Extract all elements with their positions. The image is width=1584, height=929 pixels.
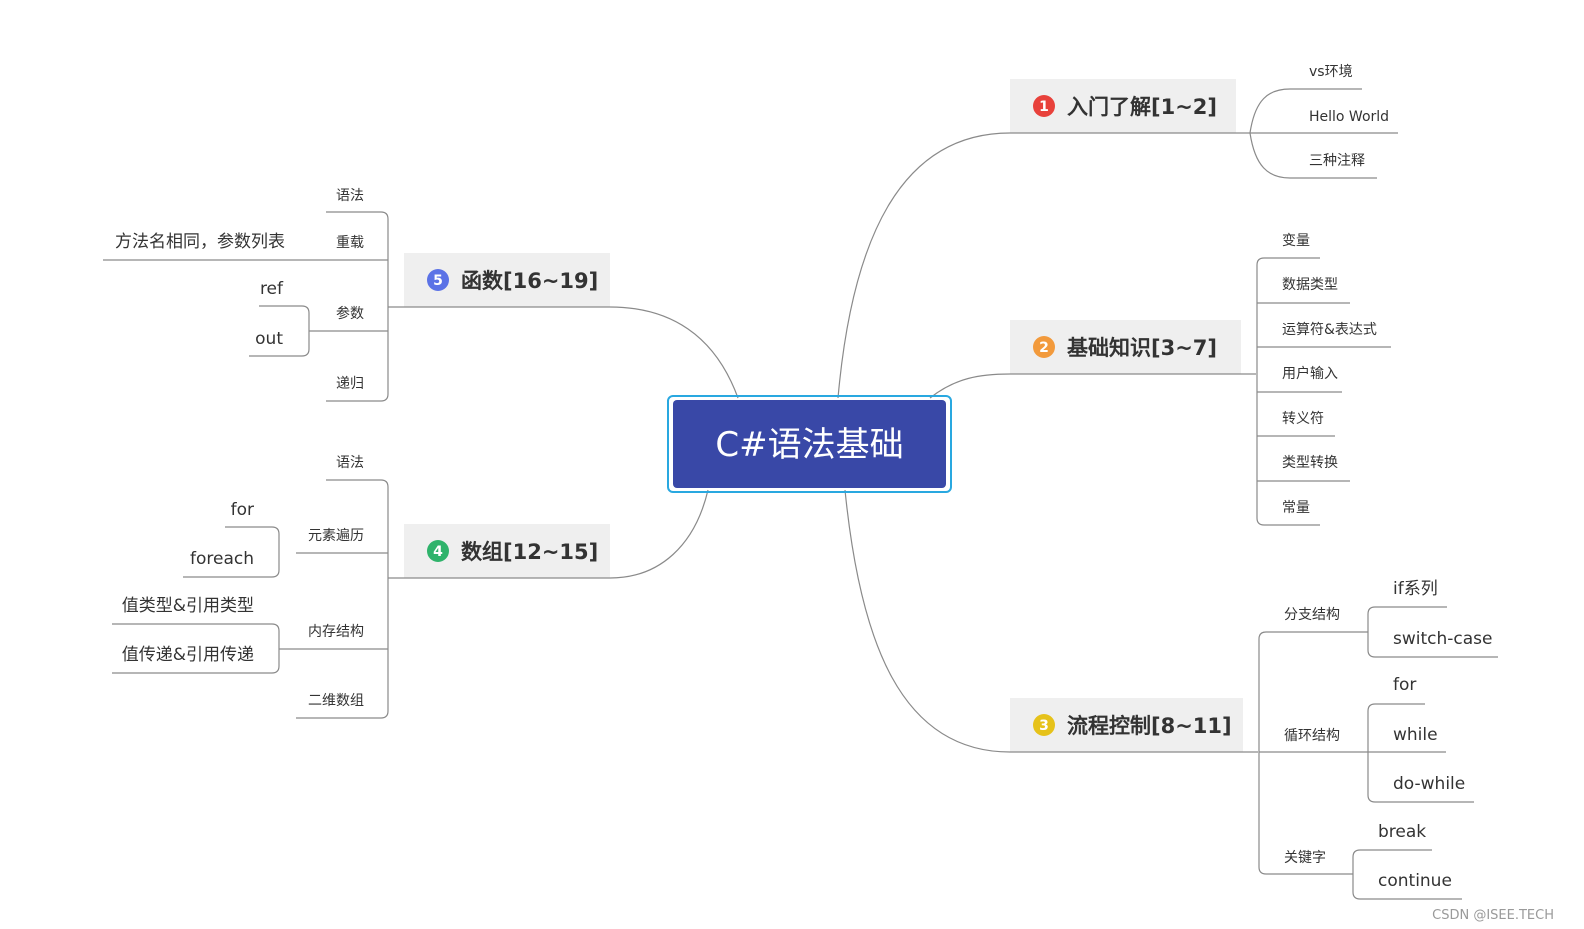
badge-3-icon <box>1033 714 1055 736</box>
badge-1-icon <box>1033 95 1055 117</box>
b3-loop-leaf-1[interactable]: while <box>1393 725 1438 745</box>
branch-5-label: 函数[16~19] <box>461 269 598 293</box>
b5-sub-3[interactable]: 递归 <box>336 375 364 392</box>
b5-param-leaf-0[interactable]: ref <box>260 279 284 299</box>
badge-2-icon <box>1033 336 1055 358</box>
b3-key-leaf-1[interactable]: continue <box>1378 871 1452 891</box>
connector-center-b5 <box>609 306 739 399</box>
branch-2-label: 基础知识[3~7] <box>1067 336 1217 360</box>
branch-5[interactable]: 5 函数[16~19] <box>388 253 610 308</box>
b4-sub-3[interactable]: 二维数组 <box>308 693 364 709</box>
b4-sub-0[interactable]: 语法 <box>336 455 364 471</box>
badge-4-number: 4 <box>433 544 443 560</box>
branch-2[interactable]: 2 基础知识[3~7] <box>1010 320 1256 375</box>
connector-center-b1 <box>837 132 1011 399</box>
b2-leaf-6[interactable]: 常量 <box>1282 500 1310 516</box>
b5-sub-2[interactable]: 参数 <box>336 305 364 322</box>
b1-leaf-2[interactable]: 三种注释 <box>1309 153 1365 169</box>
b2-leaf-5[interactable]: 类型转换 <box>1282 454 1338 471</box>
b3-sub-2[interactable]: 关键字 <box>1284 850 1326 866</box>
connector-center-b3 <box>844 489 1011 753</box>
branch-3[interactable]: 3 流程控制[8~11] <box>1010 698 1258 753</box>
b3-loop-leaf-2[interactable]: do-while <box>1393 774 1465 794</box>
branch-1-label: 入门了解[1~2] <box>1067 95 1217 119</box>
connector-center-b4 <box>609 489 709 579</box>
b4-sub-1[interactable]: 元素遍历 <box>308 528 364 544</box>
b1-leaf-0[interactable]: vs环境 <box>1309 64 1353 80</box>
b2-leaf-0[interactable]: 变量 <box>1282 233 1310 249</box>
b5-overload-leaf-0[interactable]: 方法名相同，参数列表 <box>115 232 285 252</box>
b4-mem-leaf-0[interactable]: 值类型&引用类型 <box>122 596 254 616</box>
b1-leaf-1[interactable]: Hello World <box>1309 109 1389 125</box>
b5-sub-1[interactable]: 重载 <box>336 235 364 251</box>
branch-1[interactable]: 1 入门了解[1~2] <box>1010 79 1250 134</box>
b3-sub-0[interactable]: 分支结构 <box>1284 607 1340 623</box>
center-node[interactable]: C#语法基础 <box>667 395 952 493</box>
branch-3-label: 流程控制[8~11] <box>1067 714 1232 738</box>
badge-2-number: 2 <box>1039 340 1049 356</box>
b4-iter-leaf-0[interactable]: for <box>231 500 254 520</box>
b3-branch-leaf-0[interactable]: if系列 <box>1393 579 1438 599</box>
branch-4[interactable]: 4 数组[12~15] <box>388 524 610 579</box>
b3-sub-1[interactable]: 循环结构 <box>1284 728 1340 744</box>
badge-3-number: 3 <box>1039 718 1049 734</box>
branch-4-label: 数组[12~15] <box>461 540 598 564</box>
b2-leaf-2[interactable]: 运算符&表达式 <box>1282 322 1377 338</box>
b2-leaf-1[interactable]: 数据类型 <box>1282 277 1338 293</box>
watermark: CSDN @ISEE.TECH <box>1432 908 1554 923</box>
b3-branch-leaf-1[interactable]: switch-case <box>1393 629 1493 649</box>
center-title: C#语法基础 <box>715 425 903 465</box>
b4-iter-leaf-1[interactable]: foreach <box>190 549 254 569</box>
badge-5-number: 5 <box>433 273 443 289</box>
connector-center-b2 <box>929 373 1011 399</box>
badge-1-number: 1 <box>1039 99 1049 115</box>
b4-sub-2[interactable]: 内存结构 <box>308 624 364 640</box>
b2-leaf-4[interactable]: 转义符 <box>1282 411 1324 427</box>
b4-mem-leaf-1[interactable]: 值传递&引用传递 <box>122 645 254 665</box>
b5-param-leaf-1[interactable]: out <box>255 329 283 349</box>
badge-5-icon <box>427 269 449 291</box>
b2-leaf-3[interactable]: 用户输入 <box>1282 365 1338 382</box>
b3-key-leaf-0[interactable]: break <box>1378 822 1426 842</box>
b5-sub-0[interactable]: 语法 <box>336 188 364 204</box>
badge-4-icon <box>427 540 449 562</box>
b3-loop-leaf-0[interactable]: for <box>1393 675 1416 695</box>
